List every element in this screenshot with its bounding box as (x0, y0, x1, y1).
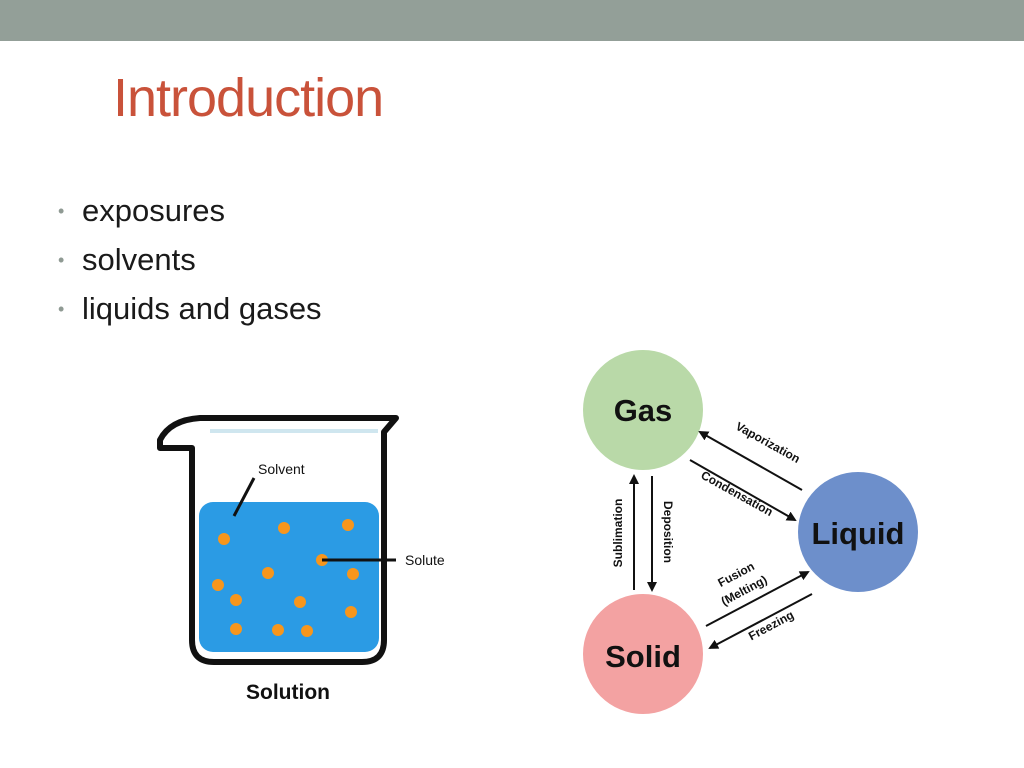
bullet-item: • exposures (58, 186, 322, 235)
solute-particle (230, 623, 242, 635)
solute-particle (278, 522, 290, 534)
bullet-dot-icon: • (58, 298, 65, 319)
beaker-outline (157, 415, 399, 665)
solute-particles (212, 519, 359, 637)
solute-particle (347, 568, 359, 580)
solid-state-circle (583, 594, 703, 714)
solute-particle (294, 596, 306, 608)
slide-title: Introduction (113, 68, 384, 128)
fusion-arrow (705, 571, 810, 627)
bullet-item: • liquids and gases (58, 284, 322, 333)
bullet-dot-icon: • (58, 200, 65, 221)
condensation-arrow (689, 459, 797, 521)
top-accent-band (0, 0, 1024, 41)
bullet-text: exposures (82, 192, 226, 228)
solute-particle (301, 625, 313, 637)
bullet-text: solvents (82, 241, 196, 277)
solute-particle (212, 579, 224, 591)
solute-particle (345, 606, 357, 618)
vaporization-arrow (698, 431, 803, 491)
solute-particle (218, 533, 230, 545)
solvent-pointer-line (232, 477, 256, 517)
deposition-label: Deposition (661, 501, 675, 563)
solute-particle (272, 624, 284, 636)
liquid-state-label: Liquid (812, 516, 905, 551)
solid-state-label: Solid (605, 639, 681, 674)
solution-caption: Solution (246, 681, 330, 704)
bullet-list: • exposures • solvents • liquids and gases (58, 186, 322, 333)
solute-particle (262, 567, 274, 579)
bullet-item: • solvents (58, 235, 322, 284)
gas-state-label: Gas (614, 393, 673, 428)
solute-particle (230, 594, 242, 606)
gas-state-circle (583, 350, 703, 470)
solute-particle (342, 519, 354, 531)
solvent-label: Solvent (258, 461, 305, 477)
bullet-text: liquids and gases (82, 290, 322, 326)
bullet-dot-icon: • (58, 249, 65, 270)
vaporization-label: Vaporization (733, 419, 802, 466)
solute-label: Solute (405, 552, 445, 568)
sublimation-label: Sublimation (611, 499, 625, 568)
liquid-state-circle (798, 472, 918, 592)
freezing-arrow (708, 593, 813, 649)
condensation-label: Condensation (699, 468, 776, 519)
solvent-liquid (199, 502, 379, 652)
